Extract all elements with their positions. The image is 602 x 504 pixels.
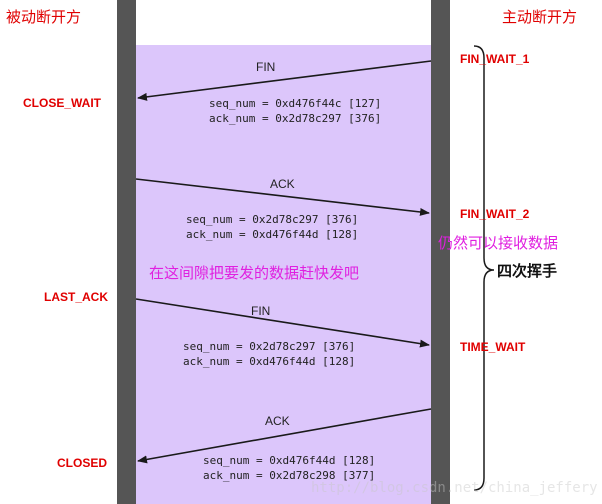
ack-arrow-1 <box>135 178 430 216</box>
four-way-caption: 四次挥手 <box>497 262 558 280</box>
fin-arrow-1 <box>137 60 432 101</box>
note-send-remaining: 在这间隙把要发的数据赶快发吧 <box>149 264 360 282</box>
message-label: ACK <box>265 414 290 428</box>
passive-lifeline <box>117 0 136 504</box>
state-closed: CLOSED <box>57 456 108 470</box>
state-time-wait: TIME_WAIT <box>460 340 526 354</box>
ack-arrow-2 <box>137 408 432 464</box>
message-seq: seq_num = 0x2d78c297 [376] <box>186 213 359 226</box>
four-way-brace <box>473 45 495 491</box>
half-close-window <box>136 45 431 504</box>
message-ack: ack_num = 0x2d78c297 [376] <box>209 112 382 125</box>
state-fin-wait-2: FIN_WAIT_2 <box>460 207 530 221</box>
active-lifeline <box>431 0 450 504</box>
message-ack: ack_num = 0xd476f44d [128] <box>183 355 356 368</box>
state-fin-wait-1: FIN_WAIT_1 <box>460 52 530 66</box>
state-close-wait: CLOSE_WAIT <box>23 96 102 110</box>
message-seq: seq_num = 0x2d78c297 [376] <box>183 340 356 353</box>
passive-side-title: 被动断开方 <box>6 8 82 26</box>
message-label: FIN <box>251 304 271 318</box>
message-ack: ack_num = 0xd476f44d [128] <box>186 228 359 241</box>
fin-arrow-2 <box>135 298 430 348</box>
message-seq: seq_num = 0xd476f44c [127] <box>209 97 382 110</box>
state-last-ack: LAST_ACK <box>44 290 109 304</box>
message-label: FIN <box>256 60 276 74</box>
message-label: ACK <box>270 177 295 191</box>
watermark: http://blog.csdn.net/china_jeffery <box>311 480 598 496</box>
message-ack: ack_num = 0x2d78c298 [377] <box>203 469 376 482</box>
note-still-receive: 仍然可以接收数据 <box>438 234 559 252</box>
message-seq: seq_num = 0xd476f44d [128] <box>203 454 376 467</box>
active-side-title: 主动断开方 <box>502 8 578 26</box>
